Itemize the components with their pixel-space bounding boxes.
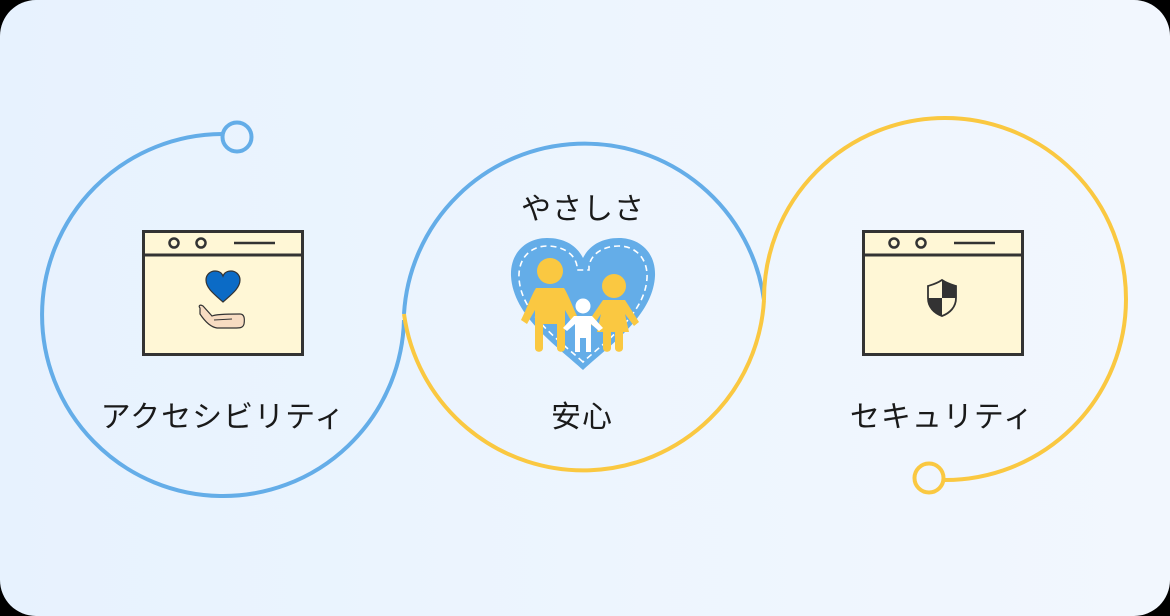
right-circle-path [761,116,1128,483]
family-heart-icon [510,238,656,370]
middle-circle-top-path [402,141,766,315]
node-top-label-kindness: やさしさ [521,192,645,227]
hand-icon [198,304,245,329]
heart-stitching [518,245,648,364]
left-circle-path [40,132,406,498]
middle-circle-bottom-path [402,299,766,473]
mother-figure [588,274,639,352]
start-ring [220,120,254,154]
heart-icon [205,270,241,303]
node-label-security: セキュリティ [849,400,1035,435]
child-figure [563,298,603,352]
node-label-accessibility: アクセシビリティ [100,400,346,435]
shield-icon [927,278,957,317]
node-label-anshin: 安心 [551,400,613,435]
end-ring [912,461,946,495]
browser-shield-icon [862,230,1024,356]
browser-heart-hand-icon [142,230,304,356]
father-figure [521,258,579,352]
